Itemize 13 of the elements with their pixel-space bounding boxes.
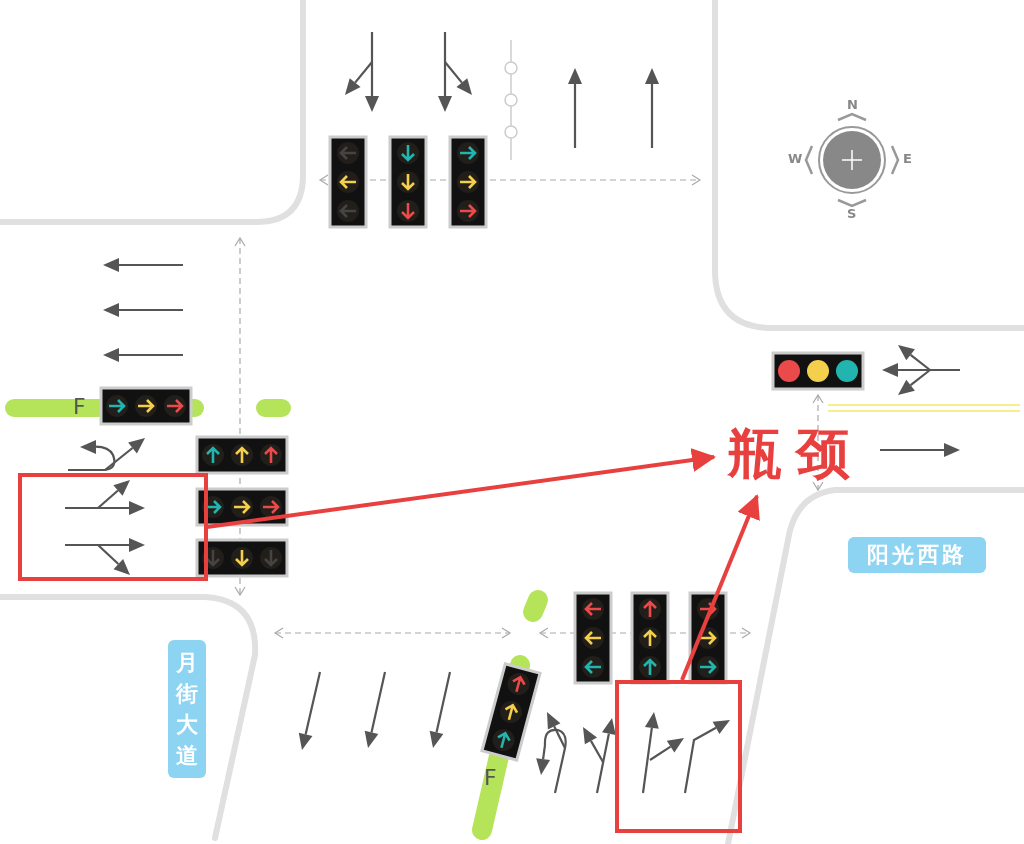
highlight-box [18,473,208,581]
arrow [680,494,760,681]
compass-letter: W [788,151,803,166]
lane-letter: F [73,394,86,419]
compass-letter: E [903,151,912,166]
road-name-tag: 阳光西路 [848,537,986,573]
road-name-tag: 月街大道 [168,640,206,778]
compass-letter: S [847,206,857,221]
lane-letter: F [484,765,497,790]
callout-text: 瓶颈 [728,420,880,488]
arrow [206,448,716,529]
compass-letter: N [847,97,858,112]
highlight-box [615,680,742,833]
